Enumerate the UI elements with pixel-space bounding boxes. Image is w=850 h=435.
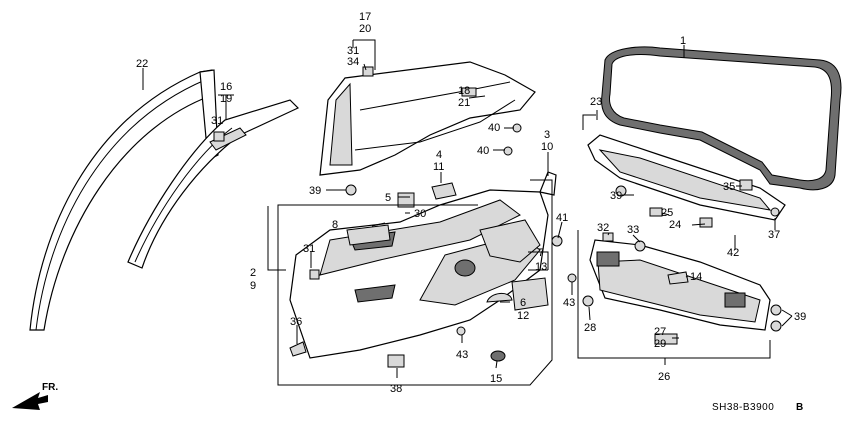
- label-23: 23: [590, 96, 602, 108]
- label-15: 15: [490, 373, 502, 385]
- label-40b: 40: [477, 145, 489, 157]
- label-34: 34: [347, 56, 359, 68]
- part-43a: [456, 326, 466, 336]
- label-29: 29: [654, 338, 666, 350]
- label-39b: 39: [610, 190, 622, 202]
- callout-labels: 22 16 19 31 17 20 31 34 18 21 1 23 3 10 …: [136, 11, 806, 395]
- label-3: 3: [544, 129, 550, 141]
- part-39a: [345, 184, 357, 196]
- label-21: 21: [458, 97, 470, 109]
- label-17: 17: [359, 11, 371, 23]
- label-28: 28: [584, 322, 596, 334]
- label-36: 36: [290, 316, 302, 328]
- part-4: [431, 182, 457, 200]
- part-40a: [512, 123, 522, 133]
- label-11: 11: [433, 161, 444, 173]
- label-39a: 39: [309, 185, 321, 197]
- label-32: 32: [597, 222, 609, 234]
- part-41: [551, 235, 563, 247]
- part-33: [634, 240, 646, 252]
- part-15: [490, 350, 506, 362]
- front-direction-arrow: FR.: [12, 382, 58, 410]
- label-19: 19: [220, 93, 232, 105]
- label-25: 25: [661, 207, 673, 219]
- part-28: [582, 295, 594, 307]
- label-43b: 43: [563, 297, 575, 309]
- part-27: [654, 333, 678, 345]
- part-39c: [770, 304, 782, 316]
- label-26: 26: [658, 371, 670, 383]
- label-14: 14: [690, 271, 702, 283]
- label-16: 16: [220, 81, 232, 93]
- label-4: 4: [436, 149, 442, 161]
- part-22-weatherstrip: [29, 69, 219, 331]
- label-37: 37: [768, 229, 780, 241]
- part-31b: [362, 66, 374, 77]
- part-17-upper-trim: [319, 61, 536, 176]
- part-25: [649, 207, 663, 217]
- part-36: [289, 341, 307, 357]
- part-24: [699, 217, 713, 228]
- part-6: [486, 293, 513, 303]
- part-31a: [213, 131, 225, 142]
- group-brackets: [277, 114, 771, 386]
- label-31a: 31: [211, 115, 223, 127]
- direction-label: FR.: [42, 382, 58, 393]
- label-41: 41: [556, 212, 568, 224]
- label-8: 8: [332, 219, 338, 231]
- label-31c: 31: [303, 243, 315, 255]
- diagram-code-suffix: B: [796, 402, 804, 413]
- part-31c: [309, 269, 320, 280]
- label-40a: 40: [488, 122, 500, 134]
- small-parts: [213, 66, 782, 368]
- part-23-garnish: [587, 134, 786, 221]
- part-43b: [567, 273, 577, 283]
- part-14: [667, 271, 689, 285]
- label-1: 1: [680, 35, 686, 47]
- part-8: [346, 224, 391, 246]
- part-37: [770, 207, 780, 217]
- part-39d: [770, 320, 782, 332]
- label-43a: 43: [456, 349, 468, 361]
- label-24: 24: [669, 219, 681, 231]
- label-27: 27: [654, 326, 666, 338]
- label-42: 42: [727, 247, 739, 259]
- leader-lines: [142, 39, 793, 378]
- label-22: 22: [136, 58, 148, 70]
- label-18: 18: [458, 85, 470, 97]
- label-31b: 31: [347, 45, 359, 57]
- part-26-rear-garnish: [589, 239, 771, 331]
- label-7: 7: [538, 247, 544, 259]
- part-7: [511, 277, 549, 311]
- label-30: 30: [414, 208, 426, 220]
- label-33: 33: [627, 224, 639, 236]
- diagram-code: SH38-B3900 B: [712, 402, 804, 413]
- label-35: 35: [723, 181, 735, 193]
- part-39b: [615, 185, 627, 197]
- label-6: 6: [520, 297, 526, 309]
- part-32: [602, 232, 614, 242]
- label-10: 10: [541, 141, 553, 153]
- label-9: 9: [250, 280, 256, 292]
- part-1-window-seal: [601, 46, 842, 191]
- label-38: 38: [390, 383, 402, 395]
- label-13: 13: [535, 261, 547, 273]
- label-5: 5: [385, 192, 391, 204]
- label-39c: 39: [794, 311, 806, 323]
- diagram-code-text: SH38-B3900: [712, 402, 774, 413]
- label-20: 20: [359, 23, 371, 35]
- label-12: 12: [517, 310, 529, 322]
- part-40b: [503, 146, 513, 156]
- part-38: [387, 354, 405, 368]
- part-35: [739, 179, 753, 191]
- label-2: 2: [250, 267, 256, 279]
